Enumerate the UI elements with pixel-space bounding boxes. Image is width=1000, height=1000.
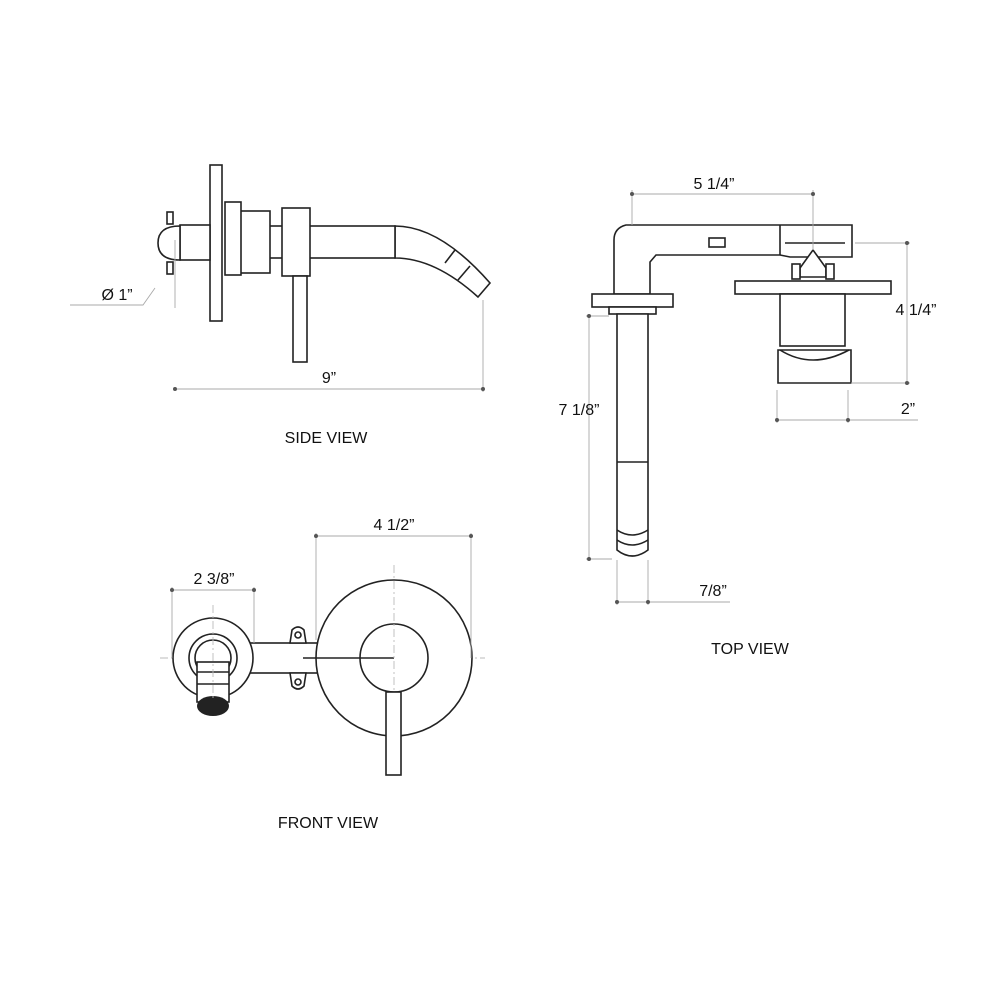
top-depth-dimension: 4 1/4” bbox=[896, 302, 937, 319]
side-length-dimension: 9” bbox=[322, 370, 336, 387]
top-spout-length-dimension: 7 1/8” bbox=[559, 402, 600, 419]
side-diameter-dimension: Ø 1” bbox=[101, 287, 132, 304]
top-view-drawing bbox=[586, 190, 918, 605]
front-view-title: FRONT VIEW bbox=[278, 815, 379, 832]
side-view-drawing bbox=[70, 164, 492, 392]
front-spout-plate-dimension: 2 3/8” bbox=[194, 571, 235, 588]
front-view-drawing bbox=[160, 533, 485, 776]
top-reach-dimension: 5 1/4” bbox=[694, 176, 735, 193]
side-view-title: SIDE VIEW bbox=[285, 430, 369, 447]
top-view-title: TOP VIEW bbox=[711, 641, 790, 658]
front-handle-plate-dimension: 4 1/2” bbox=[374, 517, 415, 534]
top-handle-width-dimension: 2” bbox=[901, 401, 915, 418]
top-spout-width-dimension: 7/8” bbox=[699, 583, 727, 600]
